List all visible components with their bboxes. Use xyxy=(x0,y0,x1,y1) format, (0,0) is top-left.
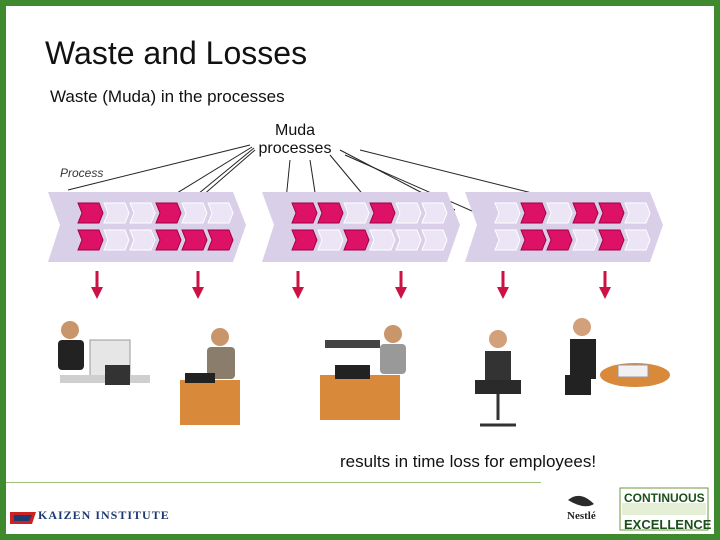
people-illustrations xyxy=(58,318,670,425)
muda-step xyxy=(547,230,572,250)
down-arrow-icon xyxy=(192,271,204,299)
process-step xyxy=(130,230,155,250)
process-step xyxy=(182,203,207,223)
down-arrow-icon xyxy=(599,271,611,299)
muda-step xyxy=(318,203,343,223)
process-step xyxy=(318,230,343,250)
process-band xyxy=(48,192,246,262)
muda-step xyxy=(599,203,624,223)
muda-step xyxy=(521,230,546,250)
process-step xyxy=(396,230,421,250)
down-arrow-icon xyxy=(497,271,509,299)
process-step xyxy=(344,203,369,223)
process-step xyxy=(495,203,520,223)
worker-on-phone-icon xyxy=(180,328,240,425)
office-worker-at-desk-icon xyxy=(58,321,150,385)
down-arrow-icon xyxy=(395,271,407,299)
muda-step xyxy=(182,230,207,250)
muda-step xyxy=(156,203,181,223)
process-step xyxy=(370,230,395,250)
process-step xyxy=(625,230,650,250)
muda-step xyxy=(344,230,369,250)
footer-divider xyxy=(6,482,541,483)
process-step xyxy=(130,203,155,223)
process-step xyxy=(422,203,447,223)
muda-step xyxy=(599,230,624,250)
muda-step xyxy=(370,203,395,223)
muda-step xyxy=(573,203,598,223)
process-band xyxy=(465,192,663,262)
process-step xyxy=(547,203,572,223)
process-step xyxy=(625,203,650,223)
muda-step xyxy=(208,230,233,250)
muda-step xyxy=(78,203,103,223)
process-step xyxy=(208,203,233,223)
muda-step xyxy=(292,203,317,223)
seated-woman-icon xyxy=(565,318,670,395)
down-arrow-icon xyxy=(292,271,304,299)
muda-step xyxy=(292,230,317,250)
down-arrow-icon xyxy=(91,271,103,299)
relaxing-worker-icon xyxy=(320,325,406,420)
process-step xyxy=(396,203,421,223)
nestle-logo-text: Nestlé xyxy=(567,510,596,522)
process-step xyxy=(104,230,129,250)
muda-step xyxy=(156,230,181,250)
process-step xyxy=(573,230,598,250)
ce-logo-top: CONTINUOUS xyxy=(624,491,705,505)
process-band xyxy=(262,192,460,262)
kaizen-logo-text: KAIZEN INSTITUTE xyxy=(38,508,170,523)
muda-step xyxy=(521,203,546,223)
woman-in-chair-icon xyxy=(475,330,521,425)
muda-step xyxy=(78,230,103,250)
process-step xyxy=(422,230,447,250)
process-step xyxy=(104,203,129,223)
process-step xyxy=(495,230,520,250)
ce-logo-bottom: EXCELLENCE xyxy=(624,517,711,532)
